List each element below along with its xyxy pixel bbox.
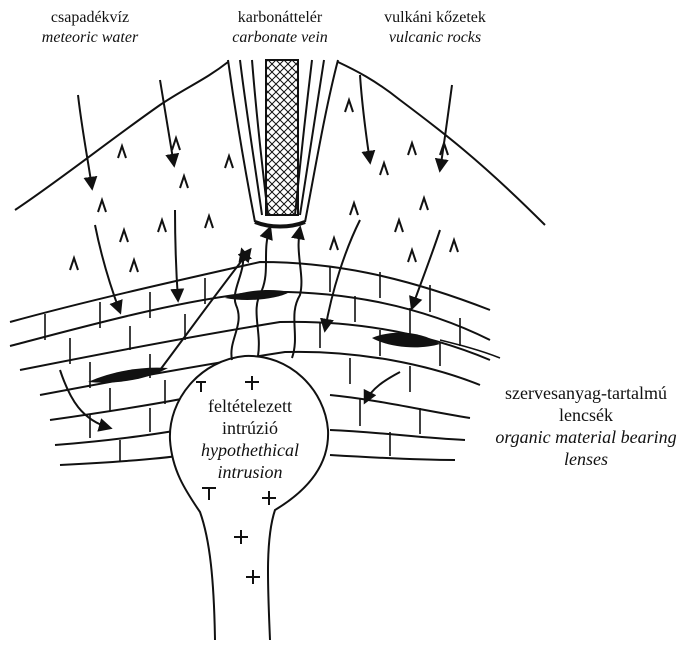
carbonate-vein-en: carbonate vein [205, 28, 355, 48]
organic-lenses-en-2: lenses [488, 448, 684, 470]
intrusion-hu-2: intrúzió [175, 417, 325, 439]
fluid-paths [160, 228, 301, 370]
organic-lenses-label: szervesanyag-tartalmú lencsék organic ma… [488, 382, 684, 470]
carbonate-vein-hu: karbonáttelér [205, 8, 355, 28]
meteoric-water-en: meteoric water [20, 28, 160, 48]
intrusion-en-2: intrusion [175, 461, 325, 483]
lenses-pointer-arrow [440, 340, 500, 358]
organic-lenses-hu-1: szervesanyag-tartalmú [488, 382, 684, 404]
carbonate-vein [228, 60, 338, 227]
organic-lenses-hu-2: lencsék [488, 404, 684, 426]
meteoric-water-label: csapadékvíz meteoric water [20, 8, 160, 48]
intrusion-en-1: hypothethical [175, 439, 325, 461]
intrusion-hu-1: feltételezett [175, 395, 325, 417]
volcanic-rocks-label: vulkáni kőzetek vulcanic rocks [360, 8, 510, 48]
volcanic-rocks-en: vulcanic rocks [360, 28, 510, 48]
organic-lenses-en-1: organic material bearing [488, 426, 684, 448]
intrusion-label: feltételezett intrúzió hypothethical int… [175, 395, 325, 483]
meteoric-water-hu: csapadékvíz [20, 8, 160, 28]
carbonate-vein-label: karbonáttelér carbonate vein [205, 8, 355, 48]
volcanic-rocks-hu: vulkáni kőzetek [360, 8, 510, 28]
